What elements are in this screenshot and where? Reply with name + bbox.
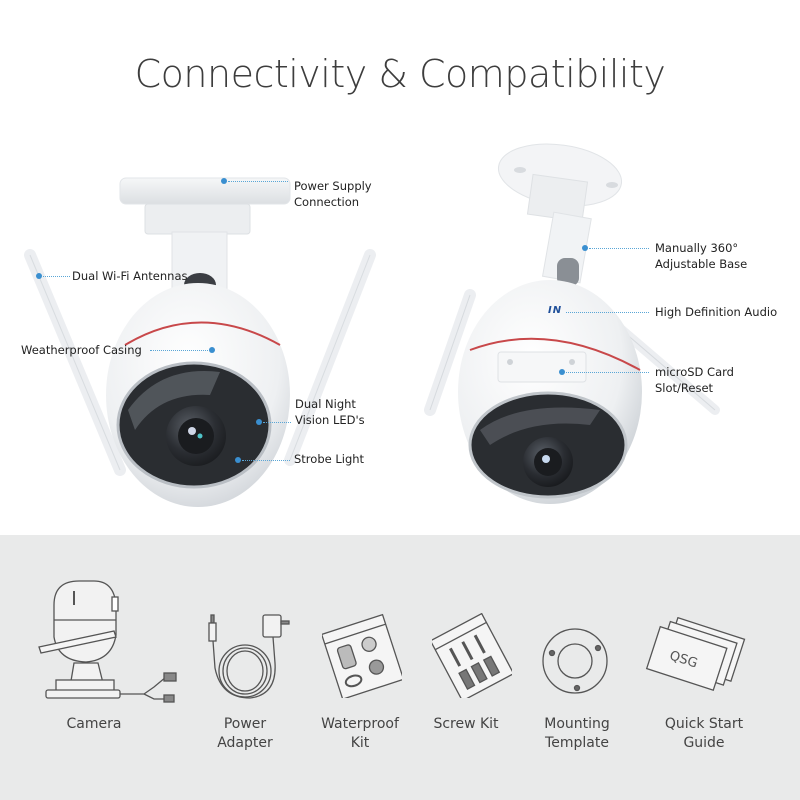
callout-dot-casing [209,347,215,353]
right-camera-image [424,143,720,504]
callout-dot-power [221,178,227,184]
callout-leader-audio [566,312,649,313]
callout-leader-microsd [566,372,649,373]
page-title: Connectivity & Compatibility [134,52,666,96]
callout-strobe-light: Strobe Light [294,452,365,466]
callout-leader-base [589,248,649,249]
callout-dot-microsd [559,369,565,375]
callout-hd-audio: High Definition Audio [655,305,778,319]
callout-leader-casing [150,350,208,351]
product-features-stage: Power Supply Connection Dual Wi-Fi Anten… [21,143,778,507]
camera-accessory-icon [38,580,177,703]
accessory-label-mounting-template: Mounting Template [544,716,610,751]
callout-leader-power [228,181,288,182]
power-adapter-icon [208,614,290,699]
quick-start-guide-icon: QSG [645,617,746,691]
mounting-template-icon [542,628,608,694]
accessory-label-power-adapter: Power Adapter [217,716,273,751]
accessory-label-camera: Camera [66,716,122,732]
callout-leader-night-vision [263,422,291,423]
screw-kit-icon [432,613,512,698]
callout-dot-base [582,245,588,251]
callout-power-supply: Power Supply Connection [294,179,372,209]
accessory-label-waterproof-kit: Waterproof Kit [321,716,399,751]
callout-microsd-slot: microSD Card Slot/Reset [655,365,734,395]
callout-leader-strobe [242,460,290,461]
callout-leader-antennas [43,276,70,277]
callout-dot-antennas [36,273,42,279]
in-the-box-section: Camera Power Adapter Waterproof Kit [0,535,800,800]
accessory-label-screw-kit: Screw Kit [433,716,499,732]
left-camera-image [24,177,376,507]
callout-dual-night-vision: Dual Night Vision LED's [295,397,365,427]
callout-adjustable-base: Manually 360° Adjustable Base [655,241,748,271]
callout-weatherproof-casing: Weatherproof Casing [21,343,142,357]
callout-dot-night-vision [256,419,262,425]
accessory-label-quick-start-guide: Quick Start Guide [664,716,744,751]
in-badge: IN [548,305,563,316]
callout-dot-strobe [235,457,241,463]
callout-dual-wifi-antennas: Dual Wi-Fi Antennas [72,269,188,283]
waterproof-kit-icon [322,613,402,698]
